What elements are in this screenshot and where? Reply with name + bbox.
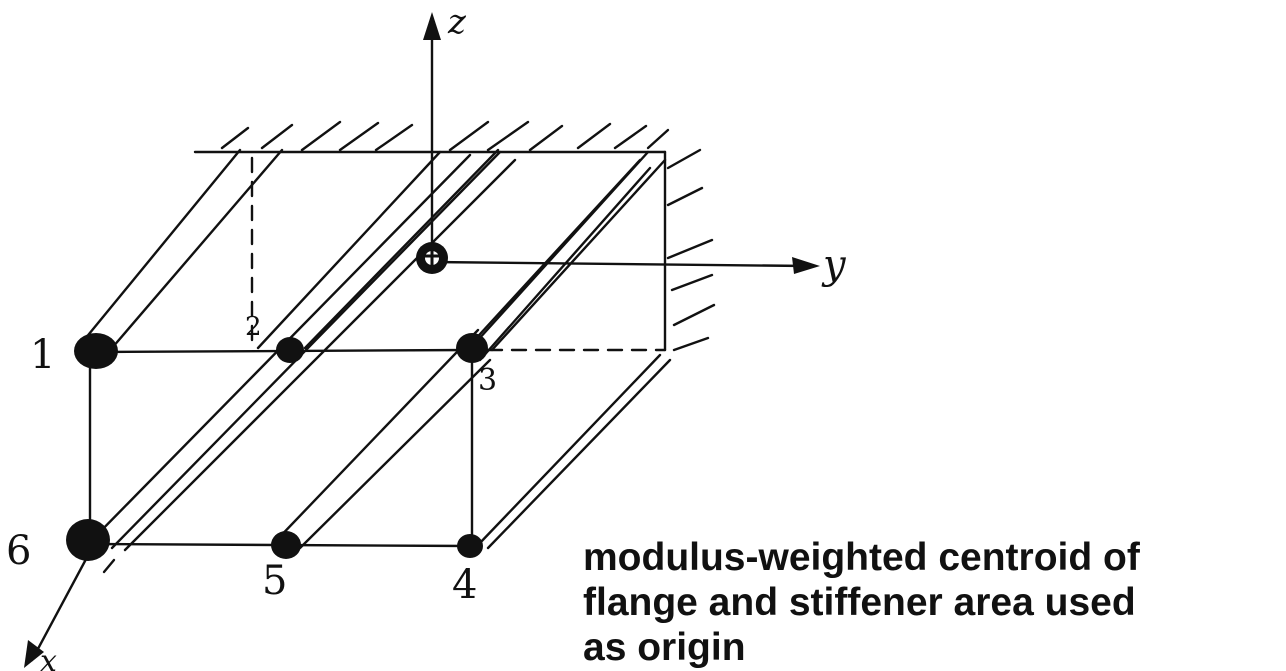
- caption-line-1: modulus-weighted centroid of: [583, 536, 1140, 579]
- node-2-label: 2: [245, 312, 262, 342]
- y-axis-label: y: [821, 242, 847, 288]
- stiffener-center-back: [256, 148, 500, 350]
- top-wall-hatching: [220, 120, 670, 152]
- node-2-marker: [276, 337, 304, 363]
- z-axis-arrow-icon: [423, 12, 441, 40]
- node-1-label: 1: [30, 332, 55, 378]
- node-4-label: 4: [452, 562, 477, 608]
- y-axis-line: [430, 260, 810, 268]
- z-axis-label: z: [447, 2, 467, 42]
- node-5-marker: [271, 531, 301, 559]
- node-6-marker: [66, 519, 110, 561]
- node-6-label: 6: [6, 528, 31, 574]
- stiffener-4: [476, 353, 672, 550]
- node-5-label: 5: [262, 558, 287, 604]
- origin-marker: [416, 242, 448, 274]
- x-axis-arrow-icon: [24, 640, 44, 668]
- y-axis-arrow-icon: [792, 257, 820, 274]
- node-1-marker: [74, 333, 118, 369]
- caption-line-2: flange and stiffener area used: [583, 581, 1136, 624]
- caption-line-3: as origin: [583, 626, 746, 669]
- x-axis-tick: [102, 558, 116, 574]
- stiffener-5: [270, 328, 492, 550]
- right-wall-hatching: [666, 148, 716, 352]
- node-3-marker: [456, 333, 488, 363]
- x-axis-line: [30, 546, 94, 662]
- stiffener-3-long: [468, 158, 652, 362]
- node-3-label: 3: [478, 363, 497, 398]
- stiffener-left: [78, 148, 284, 350]
- centroid-caption: modulus-weighted centroid of flange and …: [583, 535, 1283, 670]
- node-4-marker: [457, 534, 483, 558]
- x-axis-label: x: [40, 644, 57, 671]
